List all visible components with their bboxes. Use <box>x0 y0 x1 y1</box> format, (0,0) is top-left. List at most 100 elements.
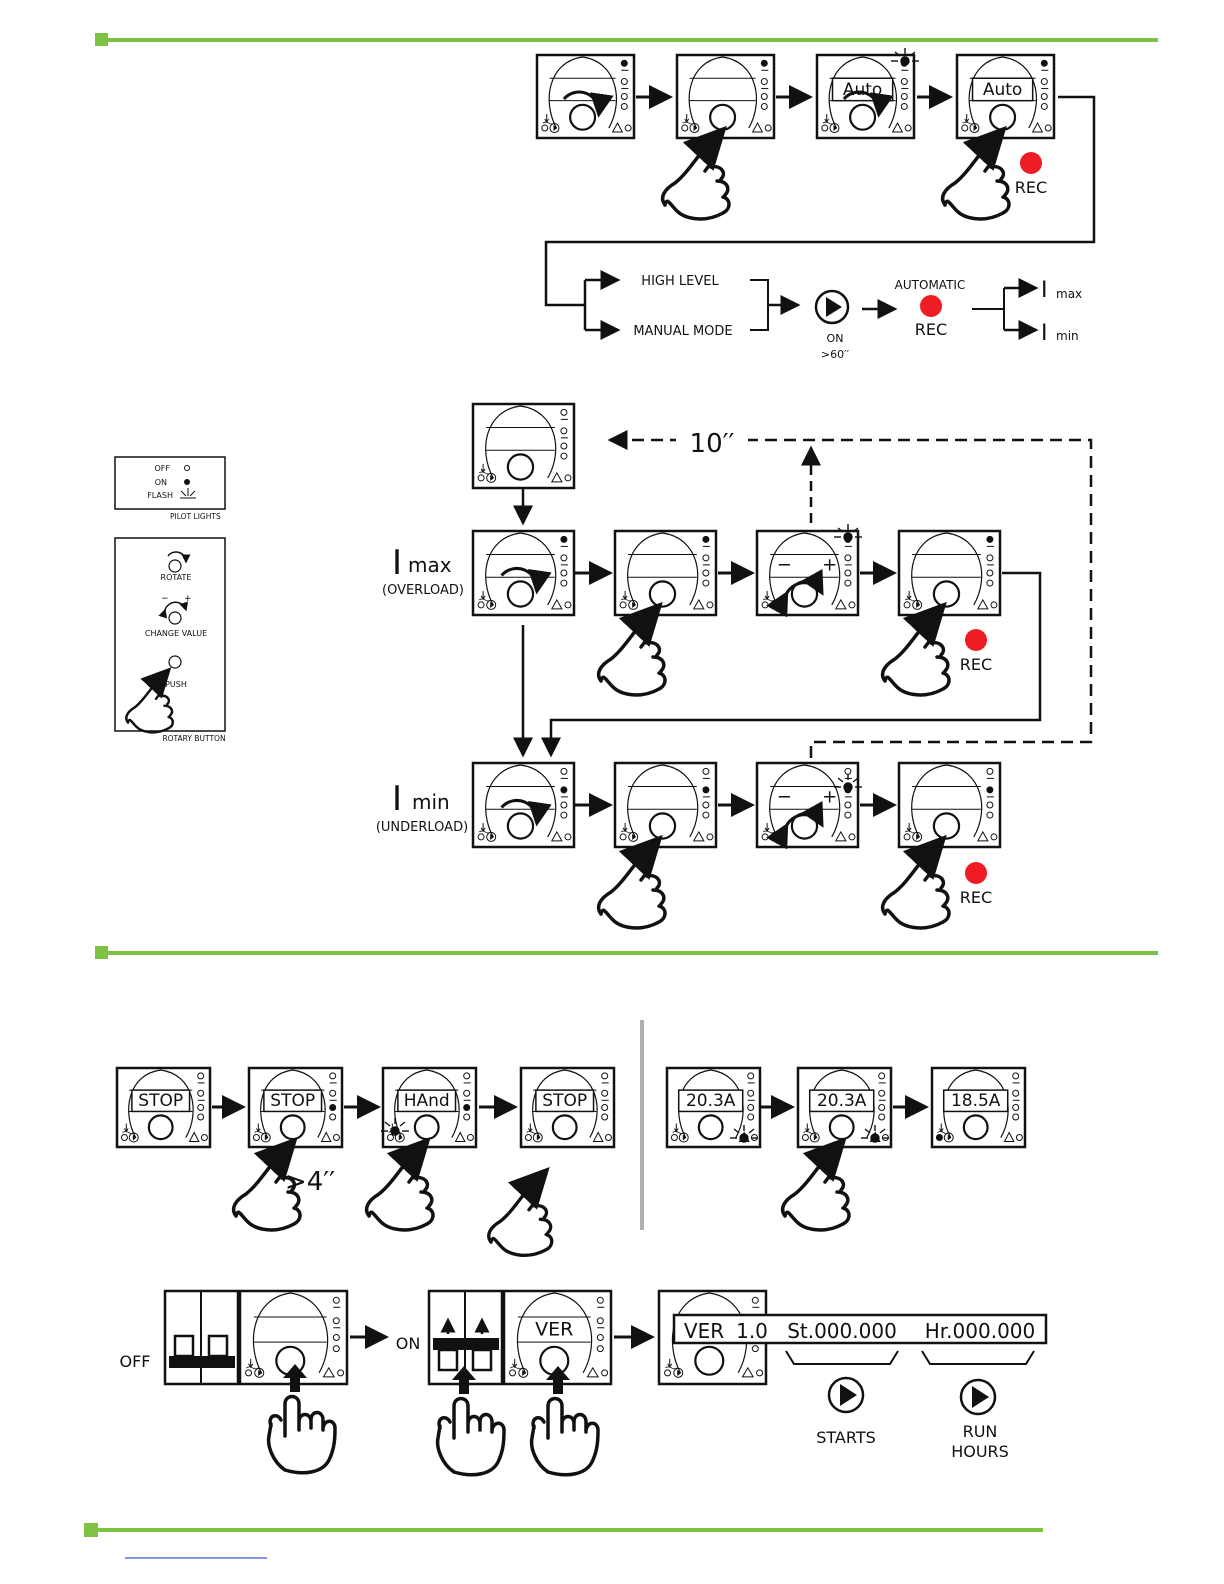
rotary-knob[interactable] <box>990 105 1015 130</box>
hand-push-icon <box>783 1142 849 1230</box>
svg-text:+: + <box>822 554 837 575</box>
controller-panel: 18.5A <box>932 1068 1025 1147</box>
overload-note: (OVERLOAD) <box>382 583 464 598</box>
hand-push-icon <box>943 131 1009 219</box>
pilot-led-icon <box>901 103 907 109</box>
pilot-led-icon <box>1041 94 1047 100</box>
pilot-led-icon <box>333 1318 339 1324</box>
display-text: STOP <box>138 1091 183 1111</box>
rotary-knob[interactable] <box>830 1115 854 1139</box>
controller-panel <box>615 763 716 847</box>
readout-hours: Hr.000.000 <box>925 1319 1036 1343</box>
pilot-led-icon <box>987 802 993 808</box>
pilot-led-icon <box>561 428 567 434</box>
pilot-led-icon <box>845 768 851 774</box>
pilot-led-icon <box>597 1297 603 1303</box>
pilot-led-icon <box>761 94 767 100</box>
display-text: STOP <box>542 1091 587 1111</box>
controller-panel <box>677 55 774 138</box>
rotary-knob[interactable] <box>508 813 533 838</box>
rotary-knob[interactable] <box>695 1347 723 1375</box>
status-led-icon <box>822 125 828 131</box>
run-label: RUN <box>963 1422 998 1441</box>
pilot-led-icon <box>901 94 907 100</box>
status-led-icon <box>904 602 910 608</box>
pilot-led-icon <box>703 787 709 793</box>
status-led-icon <box>762 834 768 840</box>
pilot-led-icon <box>845 570 851 576</box>
pilot-led-icon <box>621 103 627 109</box>
starts-label: STARTS <box>816 1428 876 1447</box>
hand-push-icon <box>489 1172 552 1256</box>
legend-rotary-button: ROTATE − + CHANGE VALUE PUSH ROTARY BUTT… <box>115 538 226 743</box>
display-text: 18.5A <box>951 1091 1001 1111</box>
pilot-led-icon <box>464 1090 470 1096</box>
pilot-led-icon <box>198 1073 204 1079</box>
pilot-led-icon <box>464 1105 470 1111</box>
rotary-knob[interactable] <box>934 813 959 838</box>
controller-panel: STOP <box>521 1068 614 1147</box>
rotary-knob[interactable] <box>699 1115 723 1139</box>
pilot-led-icon <box>621 94 627 100</box>
display-text: 20.3A <box>686 1091 736 1111</box>
pilot-led-icon <box>561 787 567 793</box>
pilot-led-icon <box>752 1346 758 1352</box>
hand-push-icon <box>367 1142 433 1230</box>
rotate-label: ROTATE <box>161 573 192 582</box>
rotary-knob[interactable] <box>508 454 533 479</box>
display-text: Auto <box>983 80 1022 100</box>
led-on-icon <box>184 479 190 485</box>
pilot-led-icon <box>464 1073 470 1079</box>
pilot-led-icon <box>597 1318 603 1324</box>
rec-dot-icon <box>920 295 942 317</box>
rec-dot-icon <box>1020 152 1042 174</box>
off-label: OFF <box>120 1352 151 1371</box>
rotary-knob[interactable] <box>570 105 595 130</box>
pilot-led-icon <box>845 812 851 818</box>
rotary-knob[interactable] <box>650 813 675 838</box>
controller-panel: 20.3A <box>798 1068 891 1147</box>
pilot-led-icon <box>879 1073 885 1079</box>
rotary-knob[interactable] <box>650 581 675 606</box>
pilot-led-icon <box>761 79 767 85</box>
svg-text:−: − <box>161 594 169 604</box>
rotary-knob[interactable] <box>553 1115 577 1139</box>
rotary-knob[interactable] <box>508 581 533 606</box>
push-label: PUSH <box>165 680 187 689</box>
rotary-knob[interactable] <box>415 1115 439 1139</box>
i-symbol: I <box>1041 321 1048 346</box>
readout-ver: VER <box>684 1319 724 1343</box>
rotary-knob[interactable] <box>964 1115 988 1139</box>
controller-panel: Auto <box>817 48 919 138</box>
pilot-led-icon <box>748 1090 754 1096</box>
rec-dot-icon <box>965 629 987 651</box>
controller-panel <box>473 531 574 615</box>
status-led-icon <box>936 1135 942 1141</box>
pilot-led-icon <box>1013 1090 1019 1096</box>
rotary-knob[interactable] <box>149 1115 173 1139</box>
section-divider-middle <box>95 946 1158 959</box>
rotary-knob[interactable] <box>850 105 875 130</box>
pilot-led-icon <box>330 1114 336 1120</box>
pilot-led-icon <box>879 1105 885 1111</box>
svg-text:+: + <box>184 594 192 604</box>
pilot-led-icon <box>1013 1114 1019 1120</box>
rotary-knob[interactable] <box>710 105 735 130</box>
imin-label: min <box>412 790 450 814</box>
status-led-icon <box>762 602 768 608</box>
pilot-led-icon <box>901 79 907 85</box>
pilot-led-icon <box>748 1105 754 1111</box>
play-icon <box>961 1380 995 1414</box>
status-led-icon <box>665 1370 671 1376</box>
pilot-led-icon <box>333 1346 339 1352</box>
hours-label: HOURS <box>951 1442 1009 1461</box>
pilot-led-icon <box>561 768 567 774</box>
rec-label-automatic: REC <box>915 320 947 339</box>
rotary-knob[interactable] <box>281 1115 305 1139</box>
pilot-led-icon <box>845 555 851 561</box>
rotary-knob[interactable] <box>934 581 959 606</box>
status-led-icon <box>682 125 688 131</box>
status-led-icon <box>478 602 484 608</box>
pilot-led-icon <box>879 1090 885 1096</box>
pilot-led-icon <box>1041 79 1047 85</box>
